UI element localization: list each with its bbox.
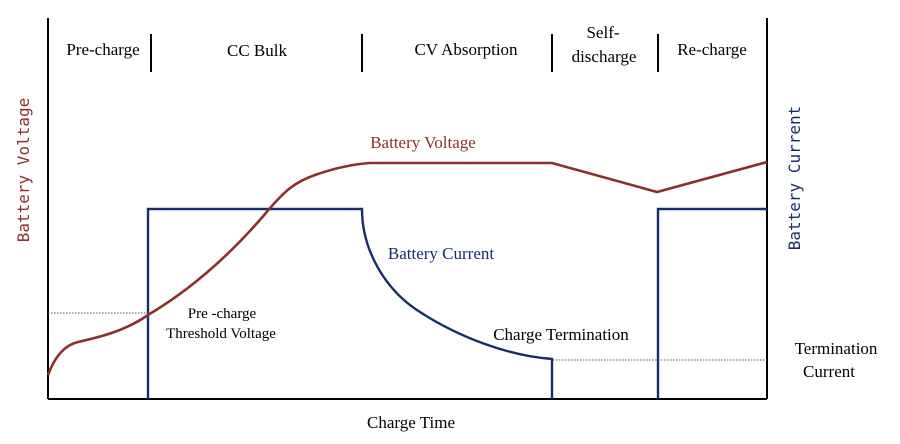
x-axis-title: Charge Time [367,413,455,432]
phase-label-precharge: Pre-charge [66,40,139,59]
battery-voltage-curve [46,160,768,376]
left-axis-title: Battery Voltage [14,98,33,243]
termination-current-label-line2: Current [803,362,855,381]
phase-label-cv-absorption: CV Absorption [414,40,518,59]
battery-voltage-curve-label: Battery Voltage [370,133,476,152]
battery-current-curve-label: Battery Current [388,244,494,263]
threshold-label-line1: Pre -charge [188,306,257,322]
termination-current-label-line1: Termination [795,339,878,358]
phase-label-self-discharge-1: Self- [586,23,619,42]
phase-label-cc-bulk: CC Bulk [227,41,287,60]
charge-termination-label: Charge Termination [493,325,629,344]
battery-current-curve [146,207,554,399]
battery-current-recharge-curve [656,207,767,399]
phase-label-self-discharge-2: discharge [572,47,637,66]
threshold-label-line2: Threshold Voltage [166,326,276,342]
right-axis-title: Battery Current [785,106,804,251]
phase-label-recharge: Re-charge [677,40,747,59]
